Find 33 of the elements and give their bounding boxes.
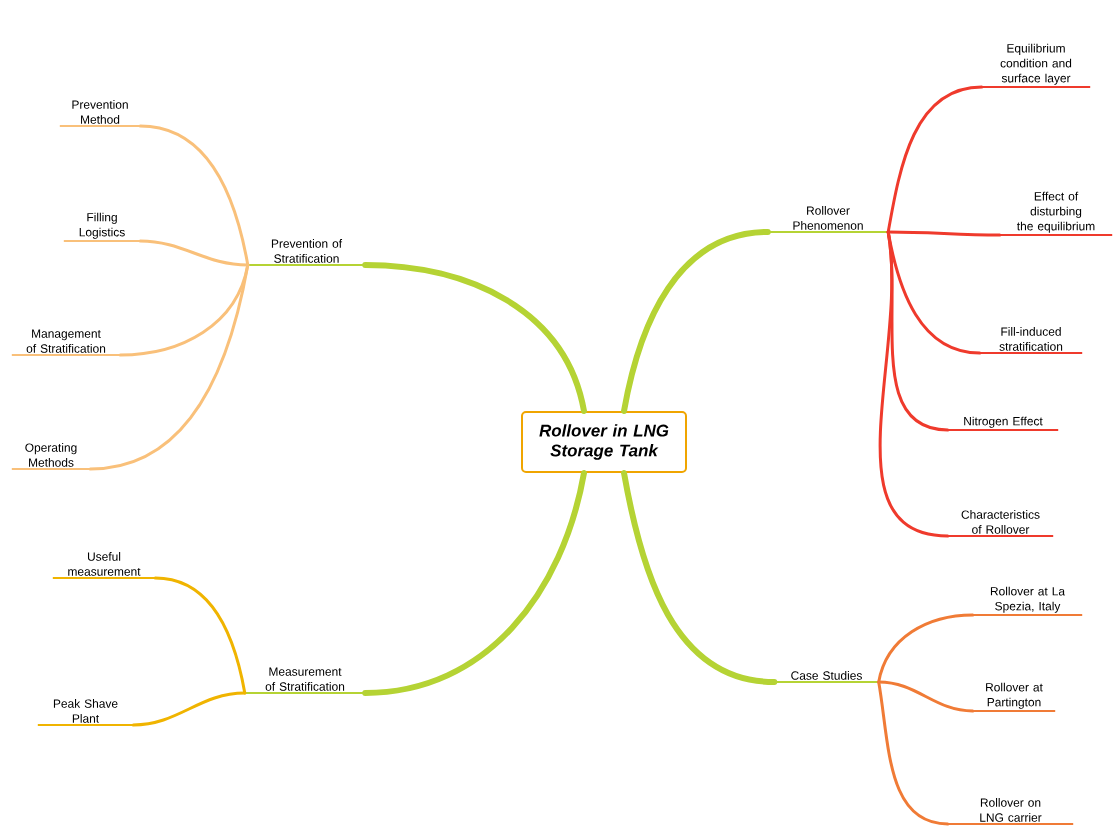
topic-label: Equilibrium condition and surface layer [980,43,1092,88]
branch-line [88,263,250,471]
branch-line [877,613,975,684]
topic-label: Prevention Method [58,100,142,127]
topic-label: Prevention of Stratification [246,239,367,266]
topic-label: Fill-induced stratification [978,327,1084,354]
branch-line [886,85,984,234]
branch-line [153,576,247,695]
branch-line [878,230,950,538]
topic-label: Management of Stratification [10,329,122,356]
topic-label: Peak Shave Plant [36,699,135,726]
topic-label: Rollover at Partington [971,682,1057,712]
branch-line [131,691,247,727]
branch-line [886,230,1002,237]
branch-line [877,680,950,826]
branch-line [138,124,250,267]
topic-label: Characteristics of Rollover [946,510,1055,537]
central-topic-box: Rollover in LNG Storage Tank [521,411,687,473]
topic-label: Rollover at La Spezia, Italy [971,586,1084,616]
topic-label: Useful measurement [51,552,157,579]
topic-label: Nitrogen Effect [946,416,1060,431]
topic-label: Measurement of Stratification [243,667,367,694]
topic-label: Case Studies [773,671,880,683]
topic-label: Rollover Phenomenon [766,206,890,233]
topic-label: Filling Logistics [62,212,142,242]
branch-line [621,470,778,685]
topic-label: Operating Methods [10,443,92,470]
branch-line [877,680,975,713]
branch-line [621,229,771,414]
topic-label: Effect of disturbing the equilibrium [998,191,1114,236]
branch-line [362,262,587,414]
topic-label: Rollover on LNG carrier [946,798,1075,825]
branch-line [362,470,587,696]
